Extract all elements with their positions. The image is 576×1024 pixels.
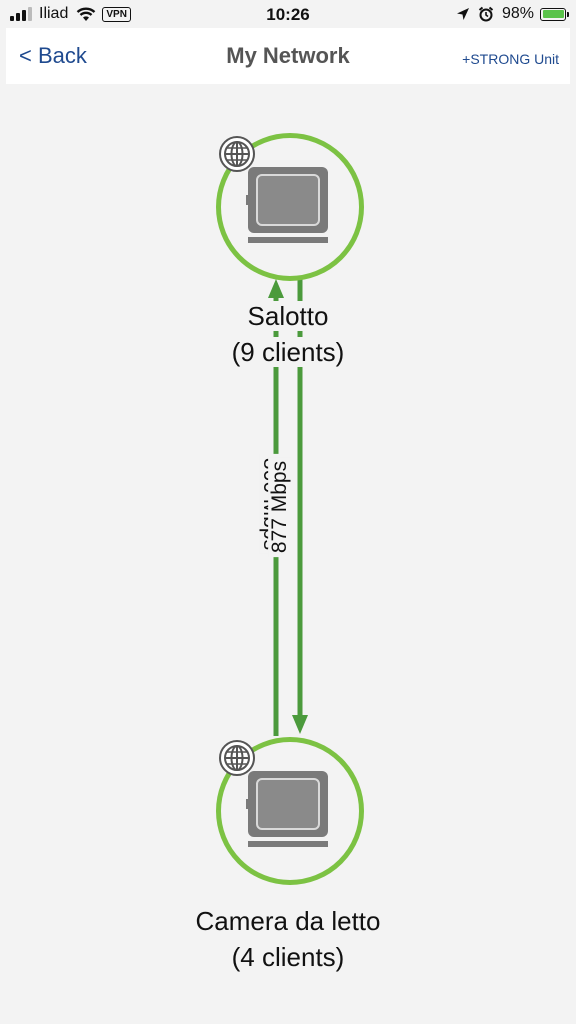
node-clients: (9 clients) (229, 337, 347, 367)
carrier-name: Iliad (39, 5, 69, 22)
router-icon (246, 167, 328, 243)
location-icon (456, 8, 469, 20)
wifi-icon (77, 7, 96, 21)
node-clients: (4 clients) (231, 942, 345, 972)
add-strong-unit-button[interactable]: +STRONG Unit (462, 51, 559, 67)
router-icon (246, 771, 328, 847)
status-time: 10:26 (266, 5, 310, 24)
node-label-group: Salotto (9 clients) (0, 298, 576, 370)
node-label-group: Camera da letto (4 clients) (0, 903, 576, 975)
upload-arrow-icon (268, 279, 284, 298)
globe-icon (219, 740, 255, 776)
vpn-badge: VPN (102, 6, 131, 22)
globe-icon (219, 136, 255, 172)
node-name: Camera da letto (195, 906, 381, 936)
node-name: Salotto (245, 301, 331, 331)
navigation-bar: < Back My Network +STRONG Unit (6, 28, 570, 84)
battery-percent: 98% (501, 5, 534, 22)
battery-icon (540, 7, 569, 21)
signal-icon (10, 7, 32, 21)
alarm-icon (478, 6, 494, 22)
page-title: My Network (226, 43, 350, 68)
download-arrow-icon (292, 715, 308, 734)
back-button[interactable]: < Back (19, 43, 87, 68)
status-bar: Iliad VPN 10:26 98% (0, 0, 576, 30)
upload-speed-label: 877 Mbps (268, 456, 292, 558)
